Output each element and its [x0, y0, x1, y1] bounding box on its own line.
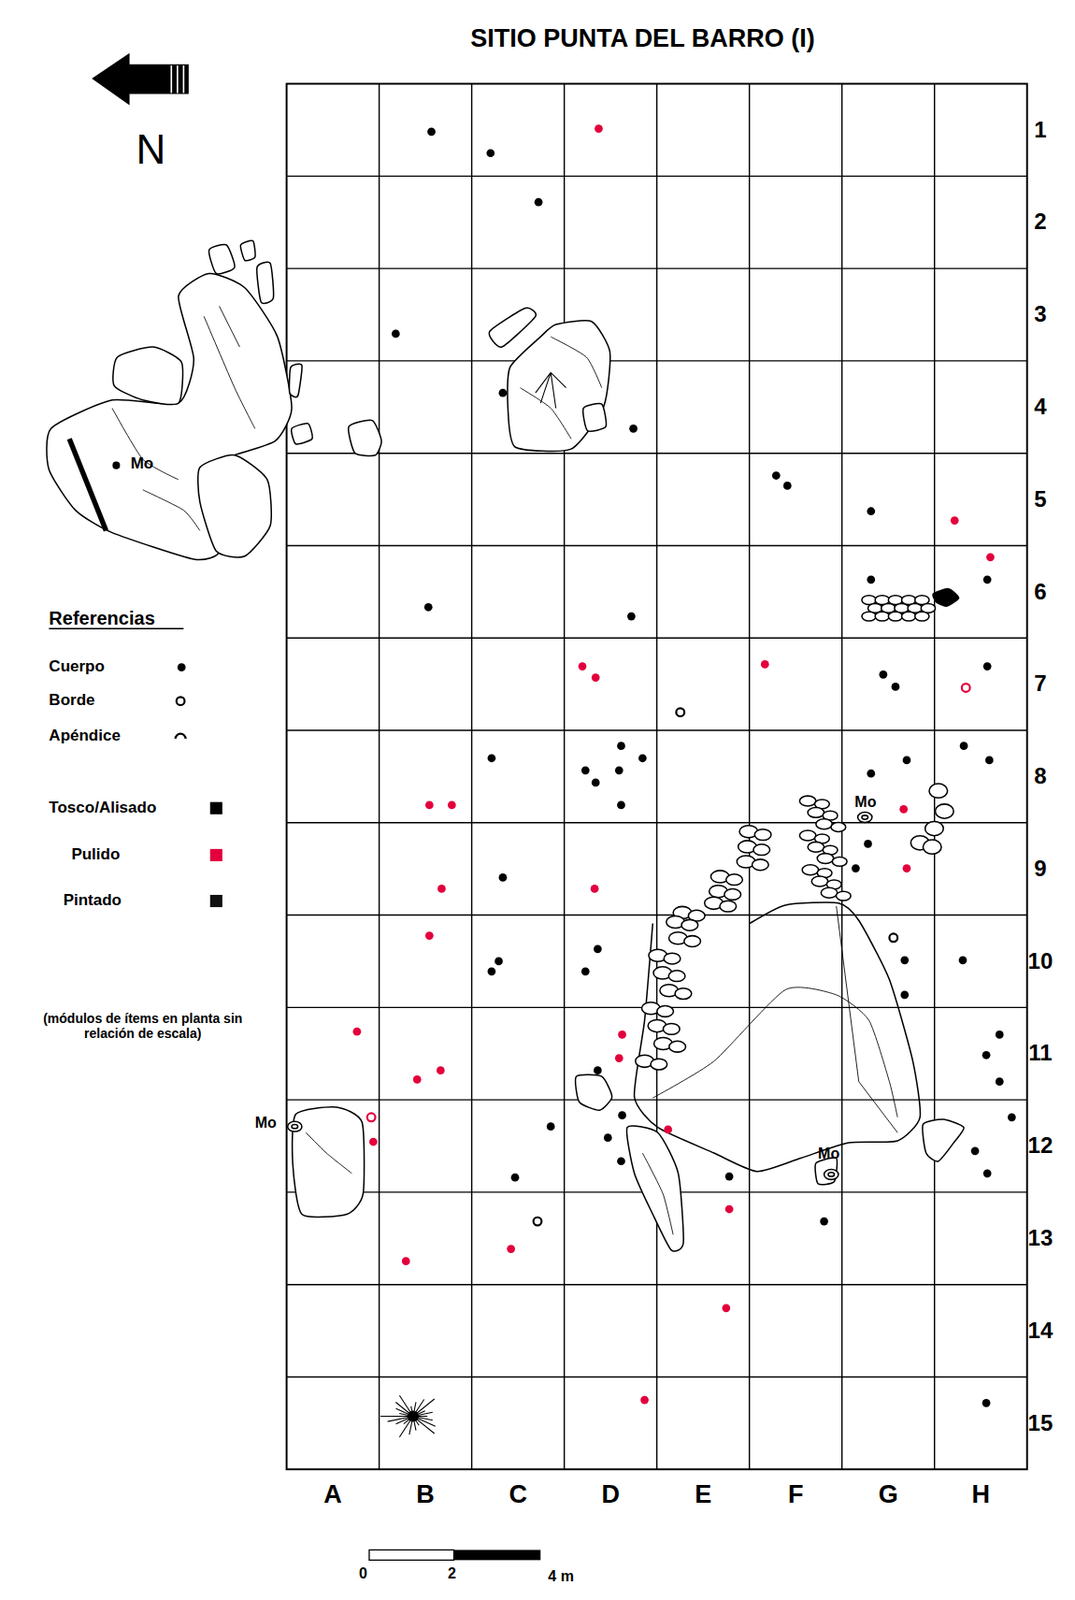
mo-label: Mo [817, 1145, 840, 1162]
plant [380, 1394, 436, 1436]
legend-samples [175, 662, 223, 907]
row-number: 8 [1033, 763, 1047, 789]
legend-text: Cuerpo [48, 658, 105, 676]
finds [353, 124, 1017, 1406]
scale-bar [369, 1548, 541, 1560]
legend-text: Pulido [71, 845, 120, 864]
row-number: 7 [1033, 671, 1047, 696]
column-letter: F [788, 1480, 804, 1509]
column-letter: C [508, 1480, 528, 1509]
row-number: 6 [1033, 579, 1047, 604]
row-number: 9 [1033, 856, 1047, 881]
legend-text: Pintado [63, 891, 122, 910]
scale-number: 2 [447, 1564, 457, 1582]
stones [46, 240, 964, 1251]
row-number: 12 [1028, 1132, 1054, 1158]
row-number: 5 [1033, 487, 1047, 512]
scale-note: (módulos de ítems en planta sin relación… [32, 1011, 253, 1041]
mo-label: Mo [854, 793, 876, 811]
legend-text: Tosco/Alisado [48, 799, 157, 817]
row-number: 10 [1028, 948, 1054, 974]
legend-dot [177, 662, 187, 672]
legend-swatch [210, 894, 223, 907]
legend-swatch [210, 848, 223, 861]
scale-number: 0 [358, 1564, 368, 1582]
legend-text: Borde [48, 691, 95, 710]
column-letter: E [694, 1480, 712, 1509]
column-letter: G [878, 1480, 899, 1509]
column-letter: D [601, 1480, 620, 1509]
legend-heading: Referencias [48, 607, 155, 629]
row-number: 4 [1033, 394, 1047, 419]
legend-half-ring [175, 733, 187, 739]
row-number: 2 [1033, 209, 1047, 234]
north-arrow [91, 53, 189, 106]
legend-ring [176, 696, 186, 705]
legend-text: Apéndice [48, 727, 121, 746]
row-number: 3 [1033, 301, 1047, 327]
legend-swatch [210, 802, 223, 815]
column-letter: H [971, 1480, 990, 1509]
row-number: 13 [1028, 1225, 1054, 1250]
row-number: 14 [1028, 1318, 1054, 1343]
row-number: 11 [1028, 1040, 1052, 1065]
mo-label: Mo [255, 1114, 277, 1132]
mo-label: Mo [130, 455, 155, 473]
map-title: SITIO PUNTA DEL BARRO (I) [470, 25, 816, 54]
row-number: 1 [1033, 117, 1047, 143]
grid [286, 84, 1028, 1470]
scale-number: 4 m [547, 1567, 574, 1585]
column-letter: B [415, 1480, 435, 1509]
row-number: 15 [1028, 1410, 1054, 1435]
column-letter: A [323, 1480, 343, 1509]
north-label: N [136, 127, 167, 172]
